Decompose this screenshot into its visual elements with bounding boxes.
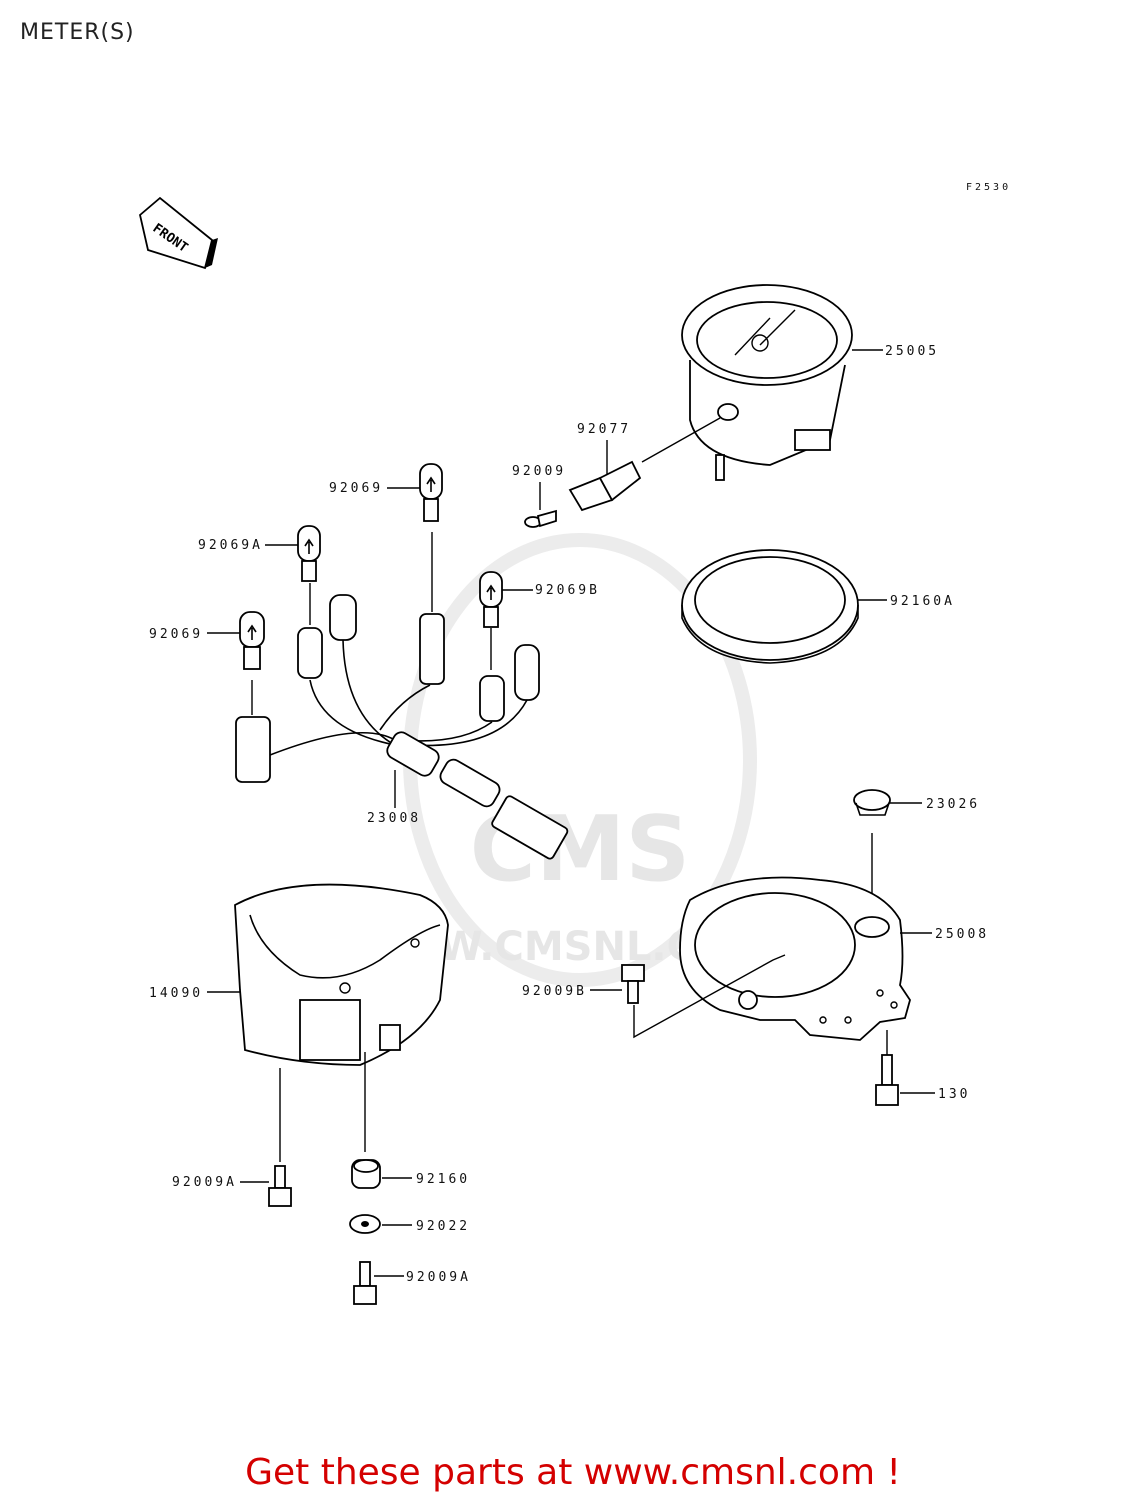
grommet-23026 bbox=[853, 789, 891, 816]
label-130: 130 bbox=[938, 1087, 970, 1102]
label-25005: 25005 bbox=[885, 344, 939, 359]
label-92160: 92160 bbox=[416, 1172, 470, 1187]
label-92160A: 92160A bbox=[890, 594, 955, 609]
label-92009A-left: 92009A bbox=[172, 1175, 237, 1190]
front-arrow-icon: FRONT bbox=[139, 196, 218, 270]
wiring-harness-23008 bbox=[235, 594, 569, 860]
label-92009B: 92009B bbox=[522, 984, 587, 999]
bulb-92069A bbox=[297, 525, 321, 582]
bulb-92069-top bbox=[419, 463, 443, 522]
label-92069B: 92069B bbox=[535, 583, 600, 598]
screw-92009 bbox=[524, 509, 557, 528]
bolt-92009A-left bbox=[268, 1165, 292, 1207]
label-92009A-lower: 92009A bbox=[406, 1270, 471, 1285]
label-92069A: 92069A bbox=[198, 538, 263, 553]
promo-link[interactable]: Get these parts at www.cmsnl.com ! bbox=[245, 1452, 901, 1493]
ring-92160A bbox=[681, 549, 859, 664]
bulb-92069B bbox=[479, 571, 503, 628]
label-23026: 23026 bbox=[926, 797, 980, 812]
meter-assembly-25005 bbox=[681, 284, 853, 481]
bulb-92069-left bbox=[239, 611, 265, 670]
label-92069-top: 92069 bbox=[329, 481, 383, 496]
label-92009: 92009 bbox=[512, 464, 566, 479]
label-92069-left: 92069 bbox=[149, 627, 203, 642]
label-23008: 23008 bbox=[367, 811, 421, 826]
cover-14090 bbox=[234, 883, 449, 1066]
washer-92022 bbox=[349, 1214, 381, 1234]
label-25008: 25008 bbox=[935, 927, 989, 942]
grommet-92160 bbox=[351, 1159, 381, 1189]
bolt-92009B bbox=[621, 964, 645, 1004]
bracket-25008 bbox=[679, 876, 911, 1041]
page-title: METER(S) bbox=[20, 20, 135, 45]
bolt-92009A-lower bbox=[353, 1261, 377, 1305]
figure-code: F2530 bbox=[966, 182, 1011, 193]
label-14090: 14090 bbox=[149, 986, 203, 1001]
label-92022: 92022 bbox=[416, 1219, 470, 1234]
cable-end-92077 bbox=[568, 460, 642, 512]
label-92077: 92077 bbox=[577, 422, 631, 437]
bolt-130 bbox=[875, 1054, 899, 1106]
